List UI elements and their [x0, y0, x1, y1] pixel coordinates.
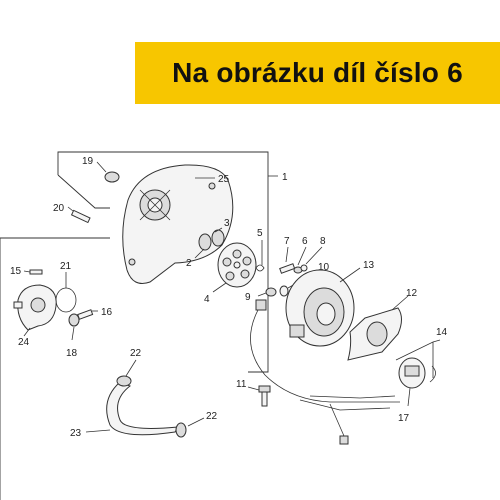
side-cover-part — [122, 164, 234, 284]
circlip-part — [255, 264, 265, 272]
part-label-7: 7 — [284, 236, 290, 247]
sensor-part — [300, 264, 308, 272]
frame-corner-upper — [57, 174, 110, 209]
part-label-17: 17 — [398, 413, 410, 424]
part-label-4: 4 — [204, 294, 210, 305]
banner-title: Na obrázku díl číslo 6 — [172, 57, 463, 88]
part-label-6: 6 — [302, 236, 308, 247]
part-label-9: 9 — [245, 292, 251, 303]
flywheel-washer-part — [279, 285, 289, 297]
hose-clamp-upper — [116, 375, 132, 387]
hose-clamp-lower — [175, 422, 187, 438]
nut-part — [104, 171, 120, 183]
flywheel-part — [285, 269, 355, 347]
part-label-5: 5 — [257, 228, 263, 239]
part-label-10: 10 — [318, 262, 330, 273]
part-label-12: 12 — [406, 288, 418, 299]
part-label-11: 11 — [236, 379, 247, 390]
pickup-part — [398, 357, 426, 389]
stator-bolt-part — [258, 385, 271, 407]
title-banner: Na obrázku díl číslo 6 — [135, 42, 500, 104]
part-label-23: 23 — [70, 428, 82, 439]
part-label-21: 21 — [60, 261, 72, 272]
part-label-25: 25 — [218, 174, 230, 185]
coolant-hose — [106, 381, 179, 436]
pump-shaft-part — [68, 309, 94, 327]
part-label-16: 16 — [101, 307, 113, 318]
part-label-15: 15 — [10, 266, 22, 277]
part-label-3: 3 — [224, 218, 230, 229]
part-label-20: 20 — [53, 203, 65, 214]
part-label-19: 19 — [82, 156, 94, 167]
part-label-14: 14 — [436, 327, 448, 338]
bearing-part-2 — [211, 229, 225, 247]
pump-housing-part — [13, 284, 57, 331]
screw-part — [279, 263, 296, 274]
small-bolt-part — [29, 269, 43, 275]
flywheel-nut-part — [265, 287, 277, 297]
wiring-harness — [250, 309, 400, 403]
part-label-13: 13 — [363, 260, 375, 271]
impeller-part — [217, 242, 257, 288]
part-label-8: 8 — [320, 236, 326, 247]
part-label-1: 1 — [282, 172, 288, 183]
part-label-2: 2 — [186, 258, 192, 269]
stator-plate-part — [347, 307, 402, 361]
cover-assembly-frame — [57, 151, 269, 373]
bolt-part — [67, 206, 91, 224]
bearing-part — [198, 233, 212, 251]
water-pump-assembly-frame — [0, 237, 110, 500]
part-label-22-upper: 22 — [130, 348, 142, 359]
part-label-22-lower: 22 — [206, 411, 218, 422]
part-label-24: 24 — [18, 337, 30, 348]
o-ring-part — [55, 287, 77, 313]
part-label-18: 18 — [66, 348, 78, 359]
